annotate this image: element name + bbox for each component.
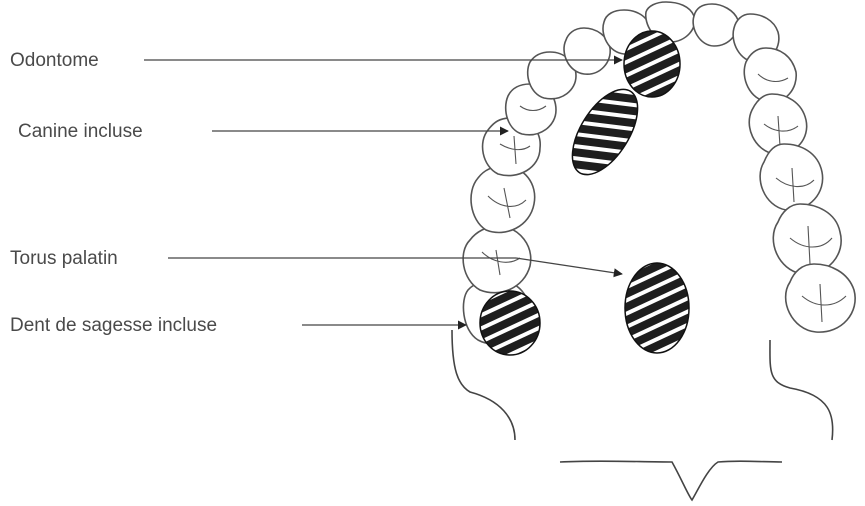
- dent-sagesse-mass: [480, 291, 540, 355]
- label-dent-sagesse: Dent de sagesse incluse: [10, 315, 217, 336]
- odontome-mass: [624, 31, 680, 97]
- label-torus-palatin: Torus palatin: [10, 248, 118, 269]
- torus-palatin-mass: [625, 263, 689, 353]
- tooth-right-5: [760, 144, 822, 210]
- chin-outline: [560, 461, 782, 500]
- label-canine-incluse: Canine incluse: [18, 121, 143, 142]
- torus-leader-slope: [516, 258, 622, 274]
- tooth-right-1: [693, 4, 738, 46]
- palate-right-outline: [770, 340, 833, 440]
- canine-incluse-mass: [559, 79, 651, 186]
- tooth-left-2: [463, 226, 531, 293]
- label-odontome: Odontome: [10, 50, 99, 71]
- tooth-left-3: [471, 166, 535, 232]
- right-arch-teeth: [693, 4, 855, 332]
